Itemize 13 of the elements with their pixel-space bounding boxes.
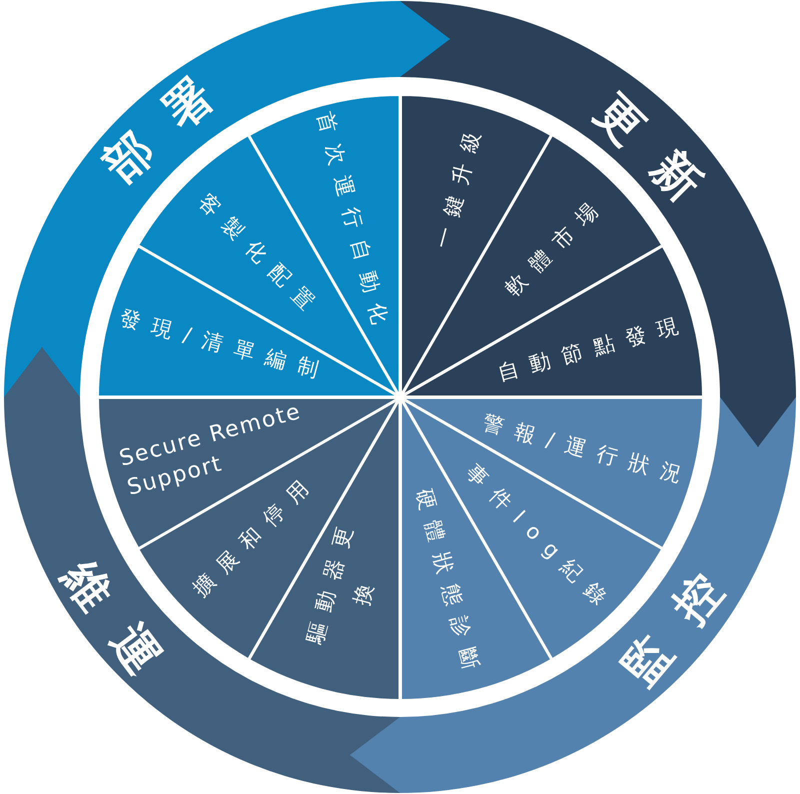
arrow bbox=[4, 346, 80, 398]
arrow bbox=[350, 717, 400, 793]
band-title: 維運 bbox=[56, 552, 189, 708]
arrow bbox=[720, 396, 796, 448]
slice-label: 客製化配置 bbox=[194, 190, 326, 322]
slice-label: 驅動器更換 bbox=[302, 512, 382, 648]
slice-label: 軟體市場 bbox=[502, 192, 610, 300]
slice-label: 硬體狀態診斷 bbox=[412, 486, 484, 684]
slice-label: 一鍵升級 bbox=[432, 118, 487, 251]
band-title: 監控 bbox=[614, 540, 752, 692]
slice-label: 自動節點發現 bbox=[495, 312, 692, 384]
band-title: 部署 bbox=[96, 48, 246, 190]
arrow bbox=[400, 1, 450, 77]
